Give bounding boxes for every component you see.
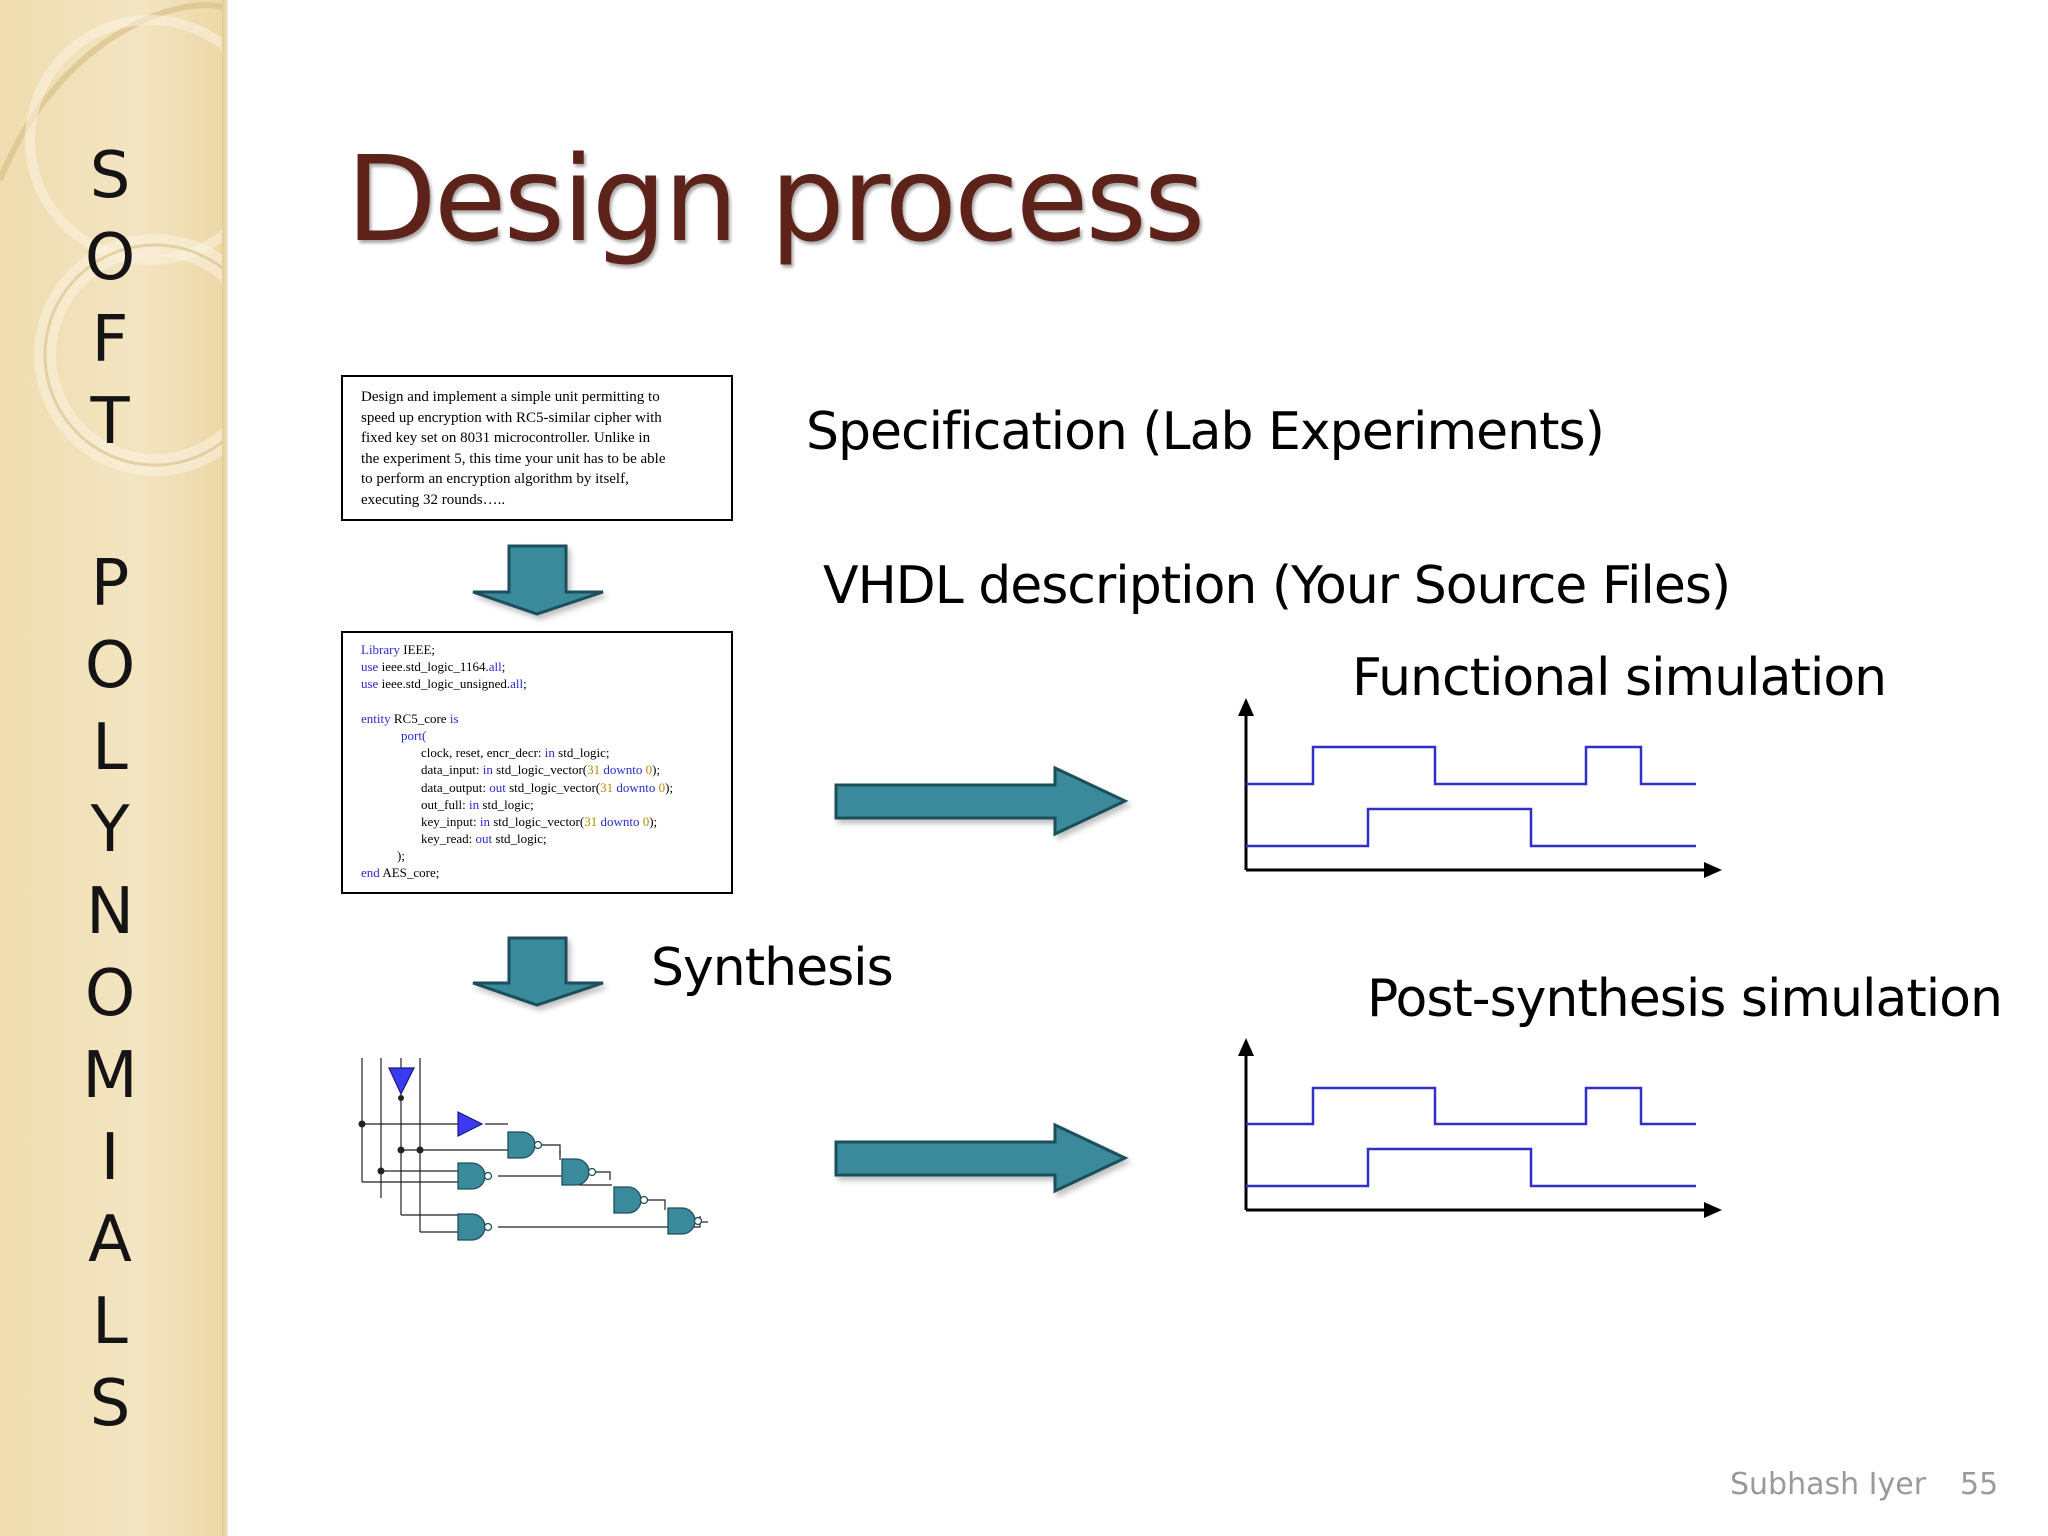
code-line: clock, reset, encr_decr: in std_logic; <box>421 745 610 761</box>
down-arrow-icon <box>472 544 604 616</box>
code-line: data_input: in std_logic_vector(31 downt… <box>421 762 661 778</box>
spec-line: speed up encryption with RC5-similar cip… <box>361 409 662 426</box>
sidebar-letter: I <box>100 1121 120 1195</box>
nand-gate-icon <box>457 1213 493 1241</box>
specification-box: Design and implement a simple unit permi… <box>341 375 733 521</box>
sidebar-letter: S <box>89 139 131 213</box>
code-line: key_input: in std_logic_vector(31 downto… <box>421 813 658 829</box>
sidebar-edge <box>222 0 228 1536</box>
page-number: 55 <box>1960 1467 1999 1502</box>
specification-label: Specification (Lab Experiments) <box>806 402 1605 462</box>
right-arrow-icon <box>834 765 1129 837</box>
sidebar-letter: P <box>90 547 130 621</box>
sidebar-letter: L <box>92 711 128 785</box>
sidebar-letter: O <box>84 629 136 703</box>
code-line: use ieee.std_logic_1164.all; <box>361 659 506 675</box>
nand-gate-icon <box>507 1131 543 1159</box>
spec-line: the experiment 5, this time your unit ha… <box>361 450 666 467</box>
nand-gate-icon <box>561 1158 597 1186</box>
functional-simulation-waveform <box>1238 698 1722 878</box>
sidebar-letter: L <box>92 1285 128 1359</box>
sidebar-letter: S <box>89 1367 131 1441</box>
nand-gate-icon <box>613 1186 649 1214</box>
functional-simulation-label: Functional simulation <box>1352 648 1887 708</box>
synthesis-label: Synthesis <box>651 938 894 998</box>
buffer-icon <box>457 1111 484 1137</box>
code-line: ); <box>397 848 405 864</box>
vhdl-label: VHDL description (Your Source Files) <box>823 556 1731 616</box>
nand-gate-icon <box>457 1162 493 1190</box>
sidebar-letter: F <box>91 303 129 377</box>
nand-gate-icon <box>667 1207 703 1235</box>
post-synthesis-simulation-waveform <box>1238 1038 1722 1218</box>
sidebar-letter: A <box>88 1203 132 1277</box>
buffer-icon <box>388 1067 415 1096</box>
sidebar-decoration <box>0 2 228 476</box>
code-line: key_read: out std_logic; <box>421 831 547 847</box>
code-line: entity RC5_core is <box>361 710 459 726</box>
code-line: use ieee.std_logic_unsigned.all; <box>361 676 527 692</box>
code-line: end AES_core; <box>361 865 440 881</box>
schematic-junction-dots <box>358 1095 424 1175</box>
code-line: port( <box>401 727 427 743</box>
sidebar-letter: O <box>84 957 136 1031</box>
footer-author: Subhash Iyer <box>1730 1467 1927 1502</box>
spec-line: to perform an encryption algorithm by it… <box>361 471 629 487</box>
sidebar-letter: T <box>90 385 130 459</box>
sidebar-letter: O <box>84 221 136 295</box>
post-synthesis-simulation-label: Post-synthesis simulation <box>1367 969 2003 1029</box>
sidebar-letter: N <box>86 875 134 949</box>
sidebar-letter: M <box>82 1039 138 1113</box>
spec-line: Design and implement a simple unit permi… <box>361 389 660 405</box>
code-line: data_output: out std_logic_vector(31 dow… <box>421 779 674 795</box>
code-line: out_full: in std_logic; <box>421 796 534 812</box>
spec-line: fixed key set on 8031 microcontroller. U… <box>361 430 651 446</box>
right-arrow-icon <box>834 1122 1129 1194</box>
code-line: Library IEEE; <box>361 642 435 657</box>
vhdl-code-box: Library IEEE; use ieee.std_logic_1164.al… <box>341 631 733 894</box>
sidebar-letter: Y <box>90 793 130 867</box>
slide-title: Design process <box>346 130 1205 268</box>
down-arrow-icon <box>472 936 604 1007</box>
spec-line: executing 32 rounds….. <box>361 491 506 508</box>
